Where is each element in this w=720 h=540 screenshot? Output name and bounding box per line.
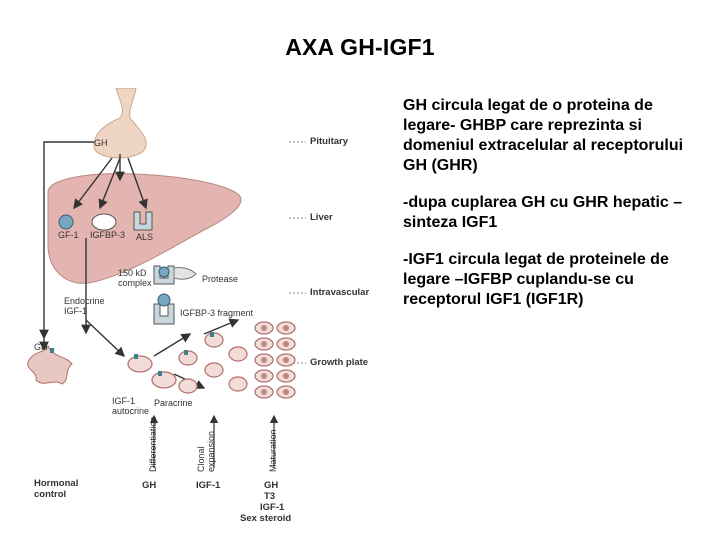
bottom-col3-gh: GH — [264, 480, 279, 491]
label-protease: Protease — [202, 274, 239, 284]
label-als: ALS — [136, 232, 154, 242]
stage-clonal-expansion: Clonal expansion — [196, 430, 216, 472]
level-intravascular: Intravascular — [310, 287, 370, 298]
bullet-ghr: -dupa cuplarea GH cu GHR hepatic –sintez… — [403, 194, 683, 231]
bullet-igfbp: -IGF1 circula legat de proteinele de leg… — [403, 251, 669, 308]
bottom-col3-t3: T3 — [264, 491, 276, 502]
bottom-col3-igf1: IGF-1 — [260, 502, 285, 513]
level-growth-plate: Growth plate — [310, 357, 369, 368]
bottom-col3-sex-steroid: Sex steroid — [240, 513, 292, 524]
label-igfbp3-fragment: IGFBP-3 fragment — [180, 308, 254, 318]
stem-cell — [27, 344, 73, 385]
label-150kd-complex: 150 kD complex — [118, 268, 152, 288]
stage-differentiation: Differentiation — [148, 416, 158, 472]
gh-igf1-axis-diagram: GH GF-1 IGFBP-3 ALS 150 kD complex Prote… — [24, 88, 386, 528]
label-paracrine: Paracrine — [154, 398, 193, 408]
pituitary-gland — [93, 88, 147, 159]
bullet-list: GH circula legat de o proteina de legare… — [403, 96, 703, 327]
level-pituitary: Pituitary — [310, 136, 349, 147]
label-igfbp3: IGFBP-3 — [90, 230, 126, 240]
label-endocrine-igf1: Endocrine IGF-1 — [64, 296, 105, 316]
stage-maturation: Maturation — [268, 429, 278, 472]
label-gh-side: GH — [34, 342, 48, 352]
diagram-graphic — [27, 88, 306, 468]
bottom-col1-gh: GH — [142, 480, 157, 491]
label-gh-pituitary: GH — [94, 138, 108, 148]
level-liver: Liver — [310, 212, 333, 223]
bottom-col2-igf1: IGF-1 — [196, 480, 221, 491]
label-igf1-liver: GF-1 — [58, 230, 79, 240]
slide-title: AXA GH-IGF1 — [285, 34, 435, 60]
level-hormonal-control: Hormonal control — [34, 478, 79, 500]
label-igf1-autocrine: IGF-1 autocrine — [112, 396, 150, 416]
bullet-ghbp: GH circula legat de o proteina de legare… — [403, 97, 684, 174]
